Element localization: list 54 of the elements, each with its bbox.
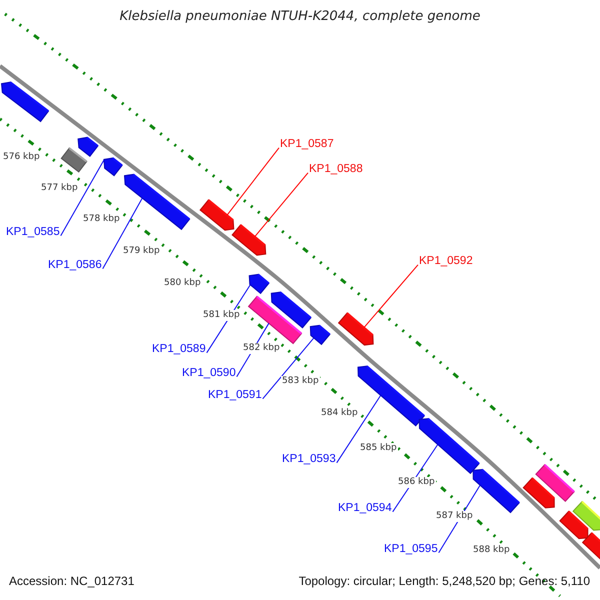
scale-label: 579 kbp (122, 246, 161, 257)
scale-label: 581 kbp (202, 310, 241, 321)
gene-feature (248, 296, 302, 344)
leader-line (226, 147, 280, 216)
gene-label: KP1_0587 (280, 138, 334, 152)
gene-feature (559, 510, 588, 540)
gene-feature (338, 312, 374, 346)
gene-label: KP1_0589 (152, 343, 206, 357)
gene-feature (522, 477, 555, 508)
leader-line (60, 160, 104, 236)
gene-feature (103, 157, 123, 176)
gene-feature (358, 365, 425, 426)
gene-feature (124, 174, 190, 230)
scale-label: 580 kbp (163, 278, 202, 289)
gene-label: KP1_0588 (309, 163, 363, 177)
footer-text: Topology: circular; Length: 5,248,520 bp; Genes: 5,110 (298, 574, 590, 588)
scale-label: 582 kbp (242, 343, 281, 354)
gene-feature (78, 136, 99, 157)
leader-line (254, 172, 308, 238)
gene-feature (248, 274, 270, 294)
gene-label: KP1_0591 (208, 389, 262, 403)
gene-feature (310, 324, 331, 346)
scale-label: 585 kbp (359, 443, 398, 454)
leader-line (336, 394, 382, 464)
scale-label: 587 kbp (435, 511, 474, 522)
footer-text: Accession: NC_012731 (9, 574, 134, 588)
gene-feature (199, 199, 234, 231)
gene-label: KP1_0594 (338, 502, 392, 516)
gene-label: KP1_0593 (282, 453, 336, 467)
gene-label: KP1_0592 (419, 255, 473, 269)
scale-label: 578 kbp (82, 214, 121, 225)
gene-feature (232, 224, 266, 256)
leader-line (262, 337, 314, 400)
gene-feature (0, 81, 50, 122)
gene-label: KP1_0590 (182, 367, 236, 381)
leader-line (102, 198, 143, 270)
gene-feature (535, 464, 575, 502)
gene-feature (270, 291, 312, 328)
gene-label: KP1_0595 (384, 543, 438, 557)
gene-feature (60, 147, 88, 173)
gene-feature (418, 418, 480, 474)
leader-line (364, 264, 418, 328)
scale-label: 577 kbp (40, 183, 79, 194)
scale-label: 584 kbp (320, 408, 359, 419)
scale-label: 576 kbp (2, 152, 41, 163)
scale-label: 586 kbp (397, 477, 436, 488)
title: Klebsiella pneumoniae NTUH-K2044, complete genome (118, 9, 482, 25)
gene-feature (472, 468, 520, 514)
scale-label: 583 kbp (281, 376, 320, 387)
gene-label: KP1_0586 (48, 259, 102, 273)
gene-label: KP1_0585 (6, 226, 60, 240)
gene-feature (582, 532, 600, 560)
scale-label: 588 kbp (472, 545, 511, 556)
gene-feature (572, 500, 600, 531)
